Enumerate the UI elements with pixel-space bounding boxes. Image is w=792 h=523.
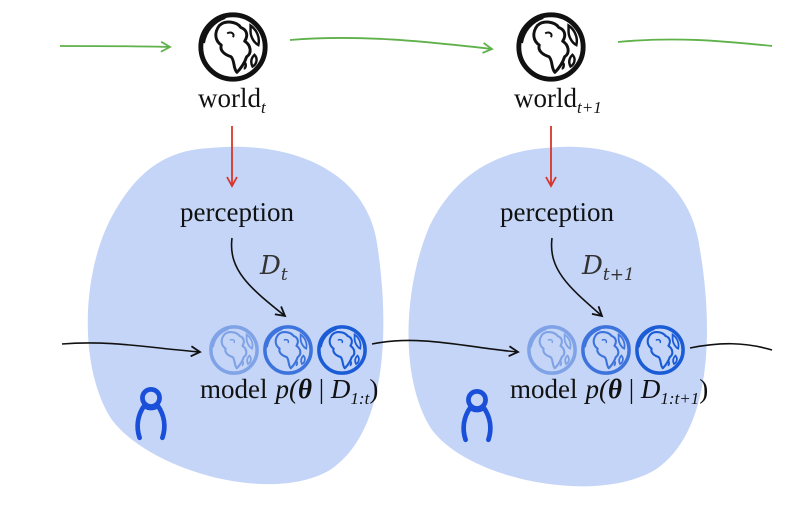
model-flow-arrow-mid	[371, 339, 520, 358]
world-globe-icon-t1	[519, 15, 583, 79]
world-label-t: worldt	[198, 83, 267, 117]
world-globe-icon-t	[201, 15, 265, 79]
world-transition-arrow-in	[59, 40, 172, 53]
model-flow-arrow-out	[689, 342, 773, 351]
data-label-t1: Dt+1	[581, 251, 635, 285]
world-transition-arrow-out	[617, 38, 773, 47]
data-arrow-t1	[550, 237, 604, 318]
data-label-t: Dt	[259, 251, 288, 285]
data-arrow-t	[230, 237, 287, 318]
world-label-t1: worldt+1	[514, 83, 602, 117]
model-flow-arrow-in	[61, 342, 202, 358]
world-transition-arrow-mid	[289, 37, 494, 54]
perception-label-t: perception	[180, 197, 294, 227]
perception-label-t1: perception	[500, 197, 614, 227]
